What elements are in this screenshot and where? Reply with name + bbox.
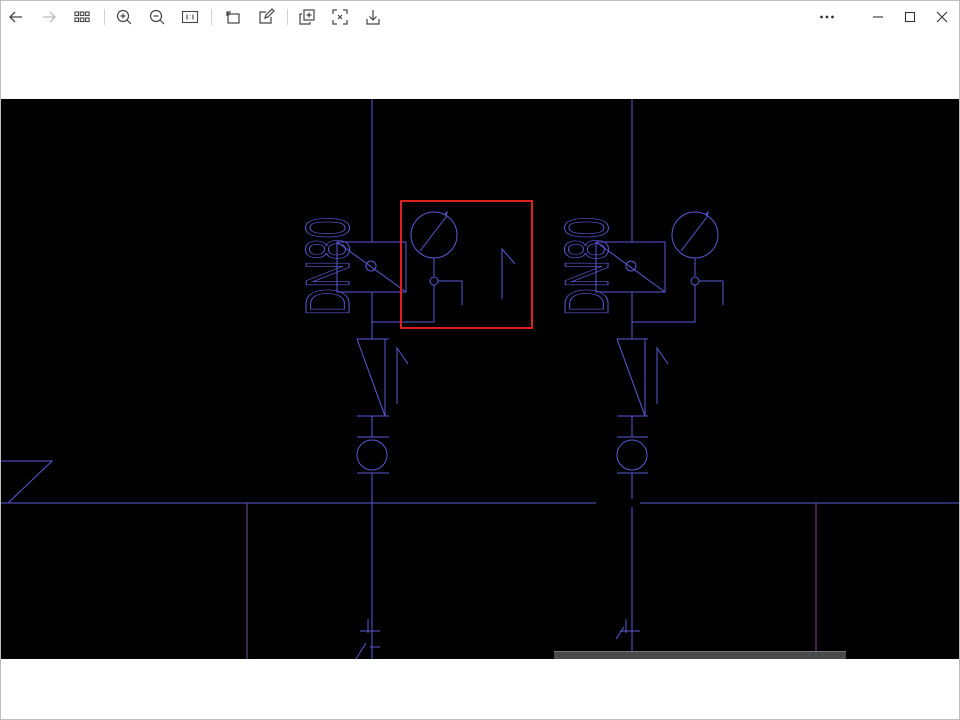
bottom-padding-area	[0, 659, 960, 720]
pipe-size-label-right: DN80	[553, 217, 622, 316]
pipe-assembly-right	[595, 99, 724, 659]
forward-arrow-icon[interactable]	[37, 5, 61, 29]
close-icon[interactable]	[930, 5, 954, 29]
cad-drawing: DN80 DN80	[0, 99, 960, 659]
grid-view-icon[interactable]	[70, 5, 94, 29]
back-arrow-icon[interactable]	[4, 5, 28, 29]
download-icon[interactable]	[361, 5, 385, 29]
maximize-icon[interactable]	[898, 5, 922, 29]
triangle-symbol	[0, 460, 54, 504]
actual-size-icon[interactable]	[178, 5, 202, 29]
cad-drawing-canvas[interactable]: DN80 DN80	[0, 99, 960, 659]
zoom-out-icon[interactable]	[145, 5, 169, 29]
image-viewer-toolbar	[0, 0, 960, 34]
pressure-gauge-icon	[671, 211, 719, 259]
pipe-size-label-left: DN80	[294, 217, 363, 316]
rotate-icon[interactable]	[221, 5, 245, 29]
zoom-in-icon[interactable]	[112, 5, 136, 29]
toolbar-separator	[104, 9, 105, 25]
drawing-lines	[0, 99, 960, 659]
fullscreen-icon[interactable]	[328, 5, 352, 29]
toolbar-separator	[211, 9, 212, 25]
highlight-selection-box	[400, 200, 533, 329]
edit-icon[interactable]	[254, 5, 278, 29]
minimize-icon[interactable]	[866, 5, 890, 29]
pressure-gauge-icon	[410, 211, 458, 259]
valve-box	[595, 241, 666, 293]
floating-mini-toolbar[interactable]	[554, 651, 846, 660]
valve-box	[336, 241, 407, 293]
copy-icon[interactable]	[295, 5, 319, 29]
more-options-icon[interactable]	[815, 5, 839, 29]
toolbar-separator	[287, 9, 288, 25]
pipe-assembly-left	[336, 99, 516, 659]
